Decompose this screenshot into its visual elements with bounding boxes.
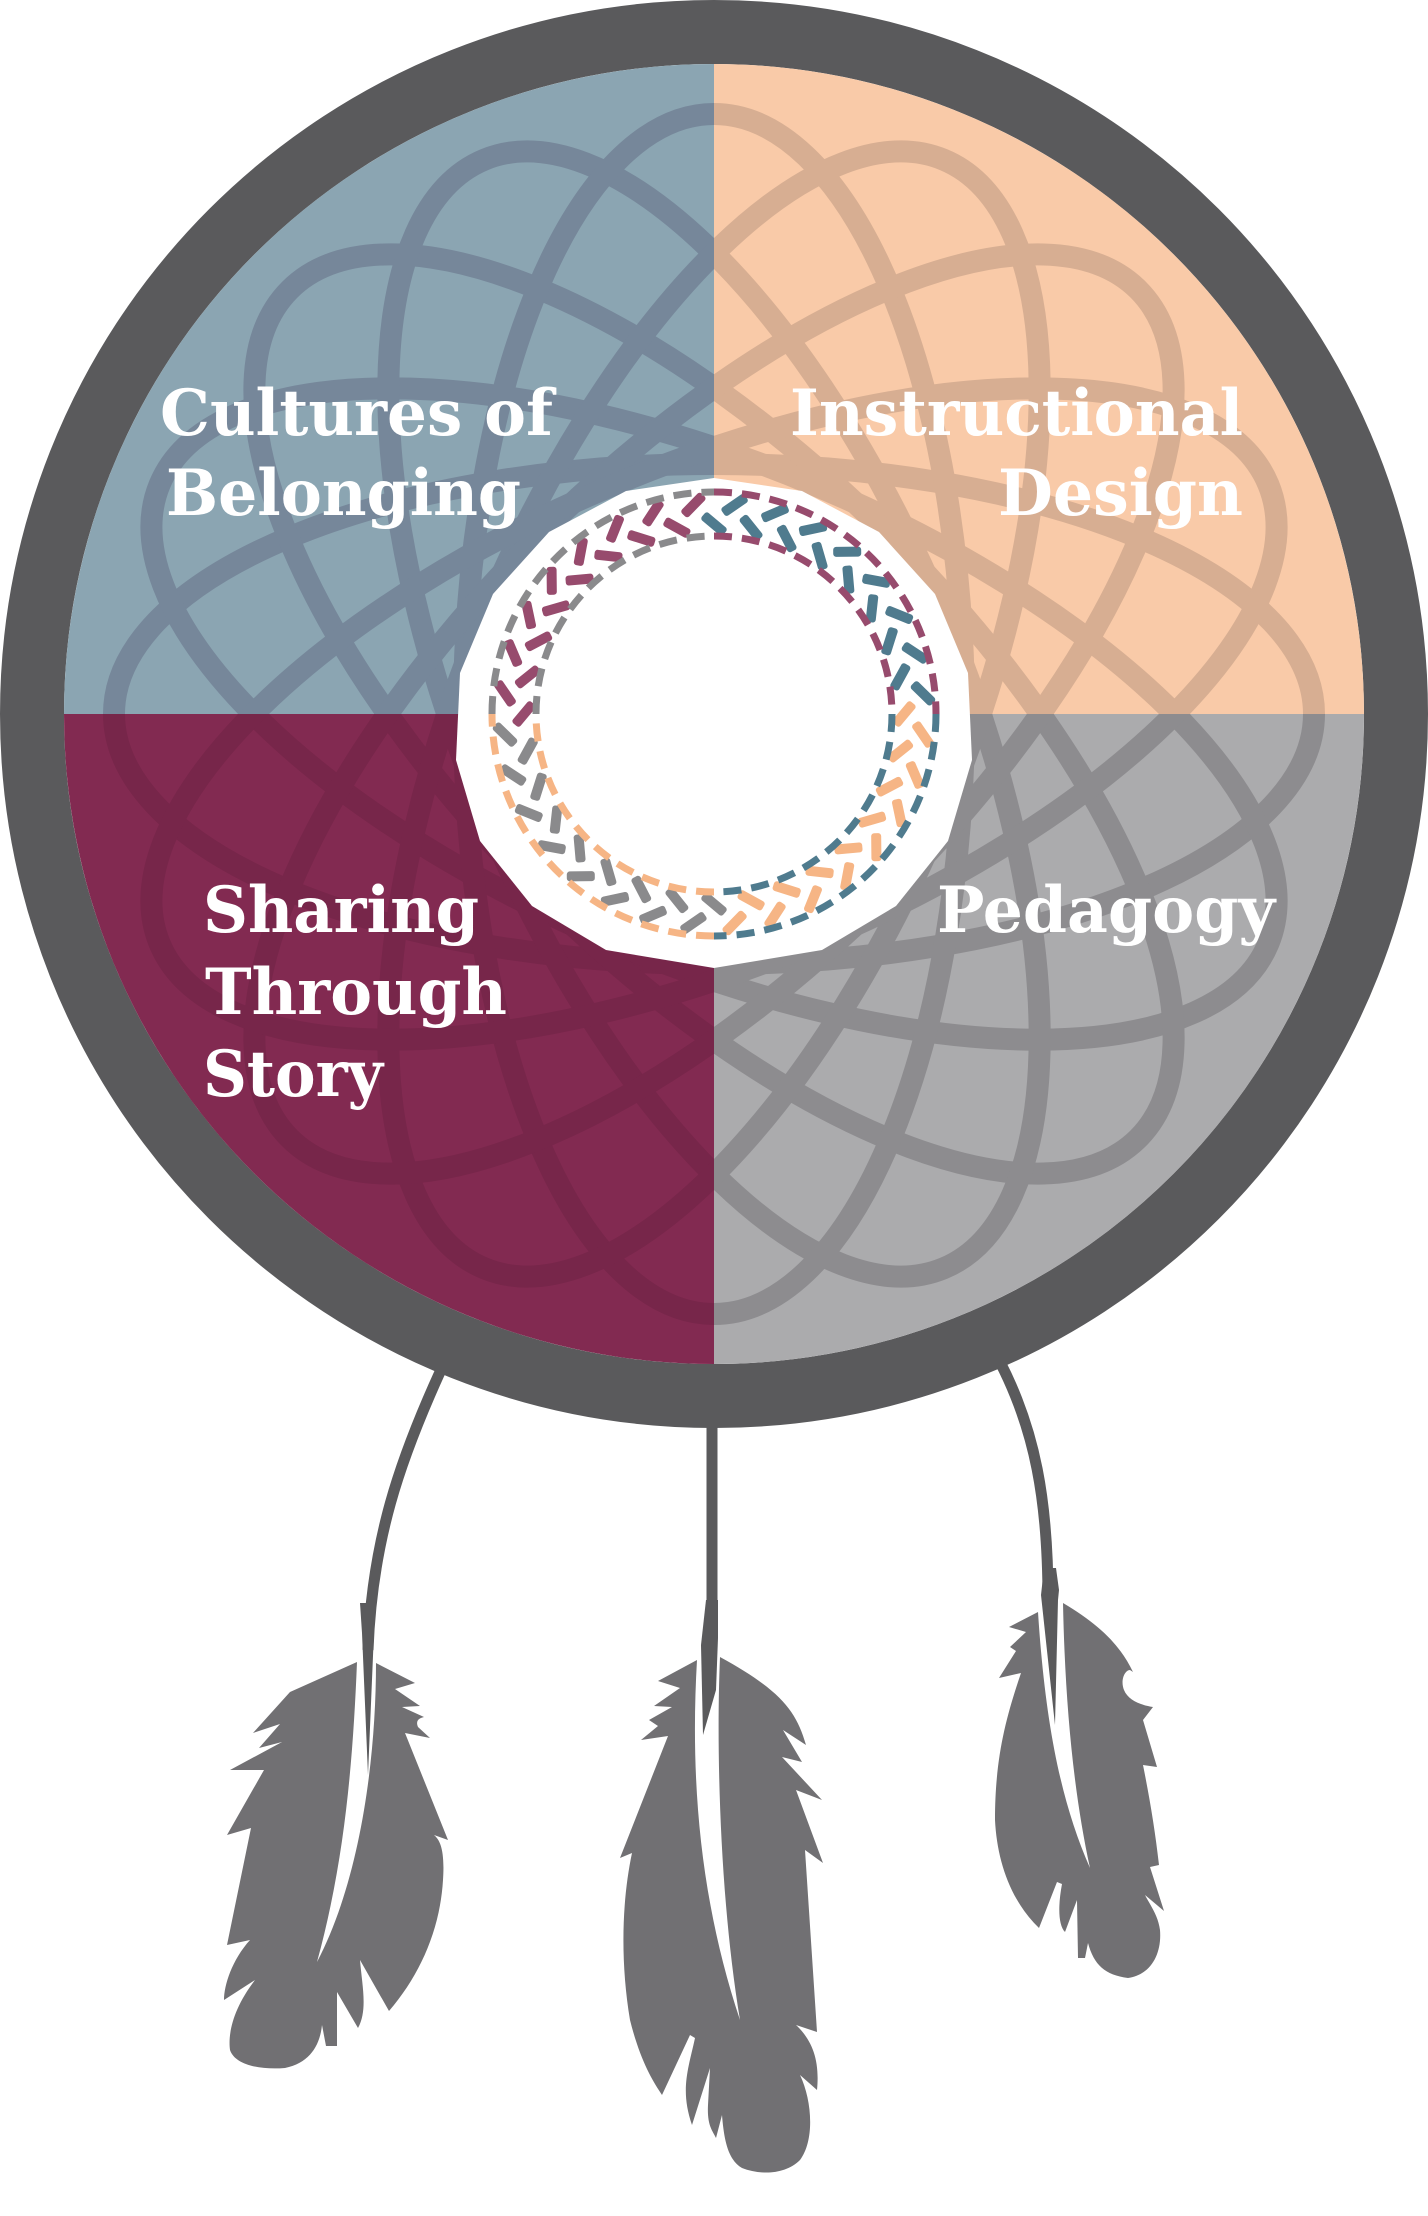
- feather-icon: [620, 1600, 823, 2173]
- label-instructional-design: Instructional: [790, 376, 1243, 451]
- label-sharing-through-story-2: Through: [205, 955, 507, 1030]
- right-string: [995, 1359, 1054, 1601]
- label-cultures-of-belonging: Cultures of: [160, 376, 556, 451]
- center-braid: [488, 488, 940, 940]
- label-sharing-through-story-3: Story: [203, 1037, 385, 1112]
- feathers: [224, 1568, 1164, 2173]
- outer-ring: [0, 0, 1428, 1428]
- label-pedagogy: Pedagogy: [937, 873, 1277, 948]
- label-cultures-of-belonging-2: Belonging: [166, 456, 521, 531]
- feather-icon: [224, 1603, 448, 2069]
- label-instructional-design-2: Design: [998, 456, 1243, 531]
- left-string: [362, 1369, 446, 1651]
- feather-icon: [995, 1568, 1164, 1978]
- label-sharing-through-story: Sharing: [203, 873, 479, 948]
